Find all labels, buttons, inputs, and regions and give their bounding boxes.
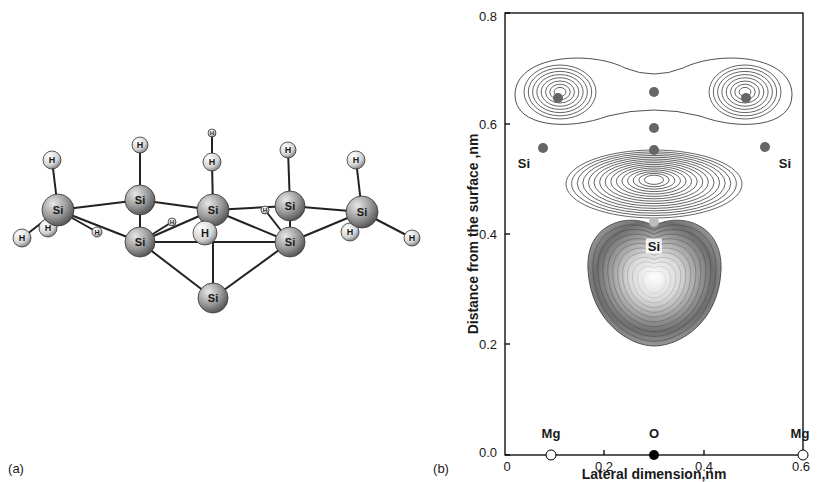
atom-label: Si — [518, 157, 530, 170]
tick-label: 0.6 — [792, 460, 810, 473]
axis-title: Distance from the surface ,nm — [466, 134, 480, 335]
tick-label: 0 — [503, 460, 510, 473]
atom-label: Si — [357, 207, 367, 218]
atom-label: Si — [285, 201, 295, 212]
panel-letter: (b) — [433, 462, 449, 475]
atom-label: Si — [779, 157, 791, 170]
atom-label: H — [347, 228, 354, 237]
atom-label: Si — [135, 195, 145, 206]
atom-label: H — [210, 130, 214, 136]
atom-label: H — [45, 224, 52, 233]
bonds — [22, 133, 412, 298]
atom-label: H — [94, 229, 99, 236]
atom-label: H — [201, 228, 209, 239]
tick-label: 0.0 — [479, 446, 497, 459]
atom-label: H — [409, 234, 416, 243]
atom-dots — [538, 87, 808, 460]
tick-label: 0.4 — [479, 228, 497, 241]
atom-label: H — [263, 207, 267, 213]
atom-label: Si — [646, 239, 662, 254]
axis-title: Lateral dimension,nm — [582, 467, 727, 481]
tick-label: 0.6 — [479, 118, 497, 131]
atom-label: H — [209, 158, 216, 167]
atom-label: Mg — [791, 427, 810, 440]
atom-label: H — [170, 219, 174, 225]
plot-frame — [505, 13, 803, 455]
atom-label: H — [137, 141, 144, 150]
contour-lines — [515, 58, 792, 346]
atom-label: H — [285, 146, 292, 155]
atom-label: H — [19, 234, 26, 243]
tick-label: 0.2 — [479, 338, 497, 351]
atom-label: Si — [208, 205, 218, 216]
tick-label: 0.8 — [479, 10, 497, 23]
atom-label: Mg — [542, 427, 561, 440]
atom-label: Si — [208, 293, 218, 304]
atom-label: H — [353, 156, 360, 165]
atoms — [13, 129, 420, 313]
atom-label: Si — [135, 237, 145, 248]
atom-label: H — [49, 156, 56, 165]
panel-letter: (a) — [8, 462, 24, 475]
atom-label: Si — [53, 205, 63, 216]
atom-label: Si — [285, 237, 295, 248]
atom-label: O — [649, 427, 659, 440]
